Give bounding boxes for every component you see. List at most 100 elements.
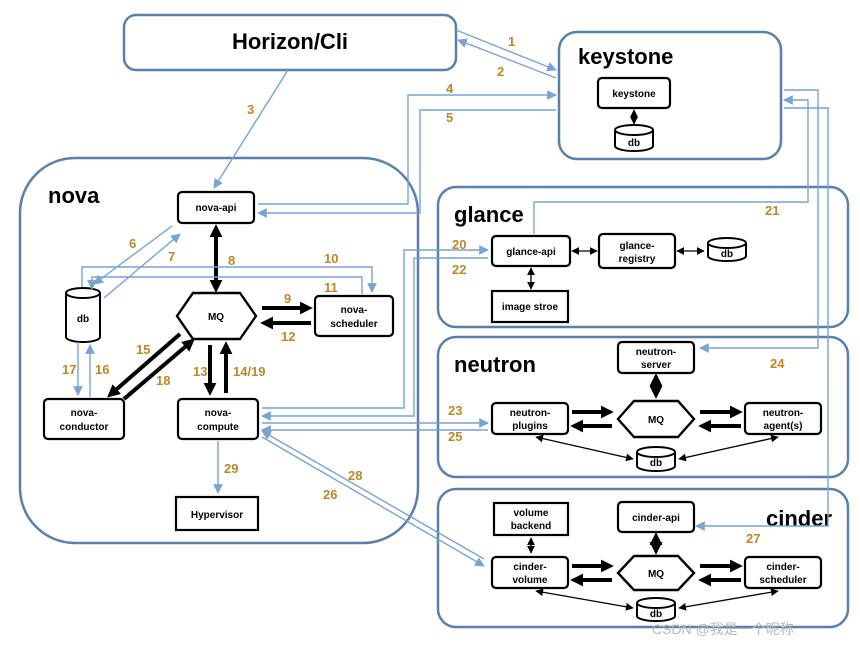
arrow-20 xyxy=(262,245,489,409)
step-14-19: 14/19 xyxy=(233,364,266,379)
glance-registry-node xyxy=(597,232,677,270)
arrow-4 xyxy=(258,90,557,205)
step-21: 21 xyxy=(765,203,779,218)
nova-db-icon xyxy=(65,287,101,343)
arrow-28 xyxy=(261,430,485,560)
neutron-db-label: db xyxy=(650,458,662,469)
step-27: 27 xyxy=(746,531,760,546)
arrow-15 xyxy=(107,332,182,398)
volume-backend-label-2: backend xyxy=(511,521,552,532)
step-28: 28 xyxy=(348,468,362,483)
arrow-24 xyxy=(699,89,819,353)
keystone-node-label: keystone xyxy=(612,89,656,100)
step-26: 26 xyxy=(323,487,337,502)
nova-api-label: nova-api xyxy=(195,203,236,214)
arrow-2 xyxy=(457,38,557,79)
nova-compute-label-2: compute xyxy=(197,422,239,433)
nova-group xyxy=(18,156,420,545)
horizon-label: Horizon/Cli xyxy=(232,29,348,54)
arrow-3 xyxy=(213,69,289,189)
step-15: 15 xyxy=(136,342,150,357)
nova-conductor-label-1: nova- xyxy=(71,408,98,419)
cinder-volume-node xyxy=(490,555,570,590)
arrow-10 xyxy=(81,266,377,293)
nova-scheduler-node xyxy=(313,294,395,338)
neutron-agent-node xyxy=(743,401,823,436)
step-24: 24 xyxy=(770,356,785,371)
nova-compute-label-1: nova- xyxy=(205,408,232,419)
cinder-scheduler-label-2: scheduler xyxy=(759,575,806,586)
neutron-plugins-db-link xyxy=(535,434,634,462)
cinder-scheduler-label-1: cinder- xyxy=(766,562,799,573)
cinder-mq-label: MQ xyxy=(648,569,664,580)
nova-api-node xyxy=(176,190,256,225)
arrow-7 xyxy=(103,233,181,299)
step-9: 9 xyxy=(284,291,291,306)
cinder-volume-label-2: volume xyxy=(512,575,547,586)
glance-db-label: db xyxy=(721,249,733,260)
step-1: 1 xyxy=(508,34,515,49)
cinder-api-label: cinder-api xyxy=(632,513,680,524)
step-23: 23 xyxy=(448,403,462,418)
arrow-6 xyxy=(93,225,173,285)
neutron-title: neutron xyxy=(454,352,536,377)
neutron-plugins-node xyxy=(490,401,570,436)
step-29: 29 xyxy=(224,461,238,476)
cinder-volume-label-1: cinder- xyxy=(513,562,546,573)
hypervisor-node xyxy=(174,495,260,532)
keystone-node xyxy=(596,76,672,110)
step-6: 6 xyxy=(129,236,136,251)
nova-scheduler-label-2: scheduler xyxy=(330,319,377,330)
step-12: 12 xyxy=(281,329,295,344)
watermark: CSDN @我是一个昵称 xyxy=(652,621,794,637)
cinder-group xyxy=(436,487,850,629)
step-3: 3 xyxy=(247,102,254,117)
arrow-1 xyxy=(455,29,557,72)
neutron-server-label-1: neutron- xyxy=(636,347,677,358)
nova-conductor-label-2: conductor xyxy=(60,422,109,433)
hypervisor-label: Hypervisor xyxy=(191,510,243,521)
step-13: 13 xyxy=(193,364,207,379)
step-22: 22 xyxy=(452,262,466,277)
cinder-scheduler-node xyxy=(743,555,823,590)
step-17: 17 xyxy=(62,362,76,377)
cinder-api-node xyxy=(616,500,696,534)
neutron-group xyxy=(436,335,850,479)
cinder-db-label: db xyxy=(650,609,662,620)
glance-db-icon xyxy=(707,237,747,262)
keystone-db-icon xyxy=(614,124,654,152)
arrow-18 xyxy=(122,338,195,401)
glance-title: glance xyxy=(454,202,524,227)
cinder-mq-node xyxy=(616,554,696,592)
neutron-plugins-label-1: neutron- xyxy=(510,408,551,419)
cinder-title: cinder xyxy=(766,506,832,531)
glance-group xyxy=(436,185,850,329)
neutron-agent-db-link xyxy=(678,434,779,462)
keystone-db-label: db xyxy=(628,138,640,149)
nova-db-label: db xyxy=(77,314,89,325)
neutron-agent-label-1: neutron- xyxy=(763,408,804,419)
image-store-node xyxy=(490,289,570,324)
volume-backend-label-1: volume xyxy=(513,508,548,519)
cinder-volume-db-link xyxy=(535,588,634,611)
step-11: 11 xyxy=(324,280,338,295)
arrow-5 xyxy=(257,109,556,218)
glance-api-label: glance-api xyxy=(506,247,556,258)
step-4: 4 xyxy=(446,81,454,96)
horizon-box xyxy=(122,13,458,72)
neutron-db-icon xyxy=(636,446,676,472)
step-7: 7 xyxy=(168,249,175,264)
neutron-server-node xyxy=(616,340,696,375)
image-store-label: image stroe xyxy=(502,302,559,313)
step-10: 10 xyxy=(324,251,338,266)
step-20: 20 xyxy=(452,237,466,252)
step-25: 25 xyxy=(448,429,462,444)
nova-mq-label: MQ xyxy=(208,312,224,323)
cinder-scheduler-db-link xyxy=(678,588,779,611)
step-5: 5 xyxy=(446,110,453,125)
keystone-title: keystone xyxy=(578,44,673,69)
glance-registry-label-1: glance- xyxy=(619,241,654,252)
arrow-26 xyxy=(261,436,485,567)
step-16: 16 xyxy=(95,362,109,377)
neutron-plugins-label-2: plugins xyxy=(512,421,548,432)
